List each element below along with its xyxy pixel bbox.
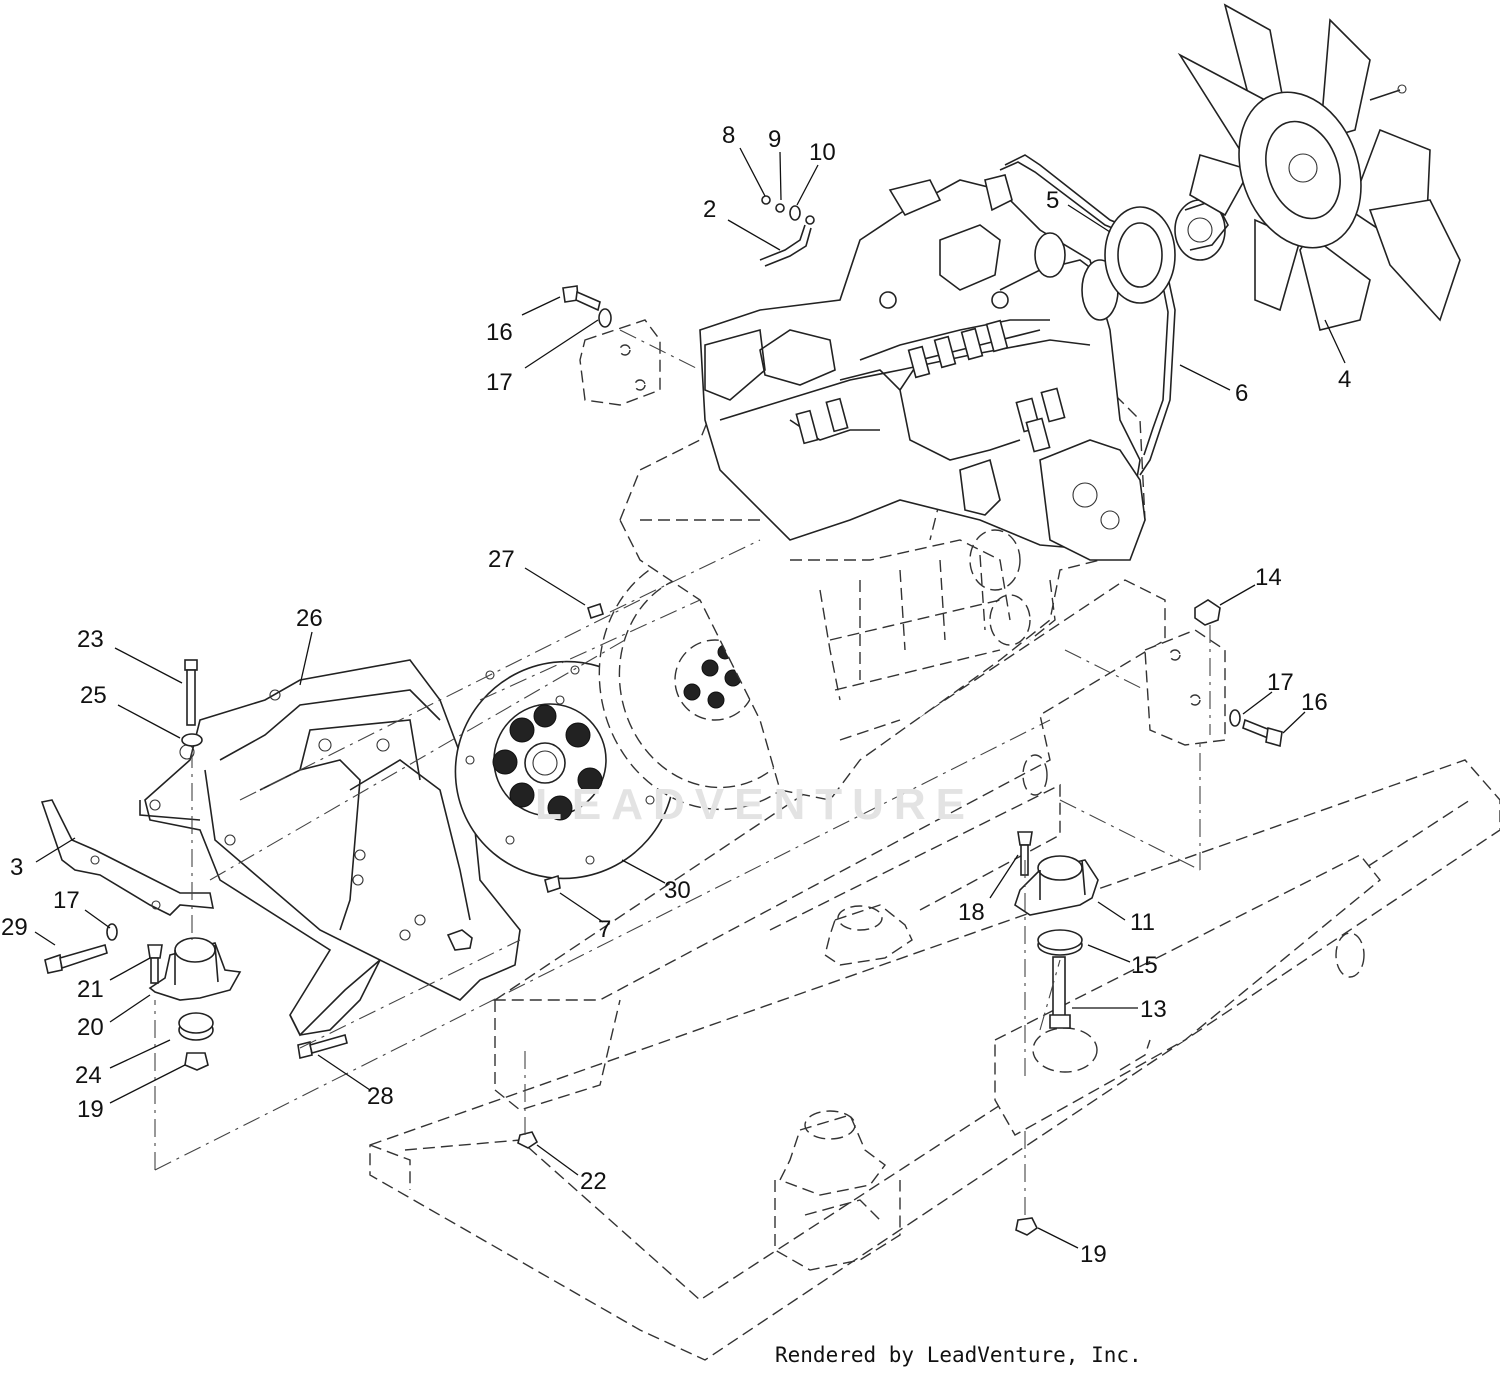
frame-isolator-mounts: [774, 904, 913, 1271]
callout-10: 10: [809, 139, 836, 166]
bell-housing: [139, 659, 521, 1037]
callout-4: 4: [1338, 366, 1351, 393]
callout-19-left: 19: [77, 1096, 104, 1123]
callout-14: 14: [1255, 564, 1282, 591]
callout-26: 26: [296, 605, 323, 632]
engine-mount-brackets: [579, 319, 1226, 746]
callout-2: 2: [703, 196, 716, 223]
side-bracket: [40, 799, 214, 916]
callout-17-right: 17: [1267, 669, 1294, 696]
callout-13: 13: [1140, 996, 1167, 1023]
crank-pulley: [1104, 199, 1229, 304]
callout-labels: 8 9 10 2 5 16 17 6 4 27 14 23 26 17 16 2…: [1, 122, 1351, 1268]
callout-30: 30: [664, 877, 691, 904]
callout-11: 11: [1130, 909, 1155, 936]
callout-16-right: 16: [1301, 689, 1328, 716]
callout-24: 24: [75, 1062, 102, 1089]
engine-head: [699, 174, 1146, 561]
callout-21: 21: [77, 976, 104, 1003]
callout-22: 22: [580, 1168, 607, 1195]
render-credit: Rendered by LeadVenture, Inc.: [775, 1343, 1142, 1367]
rear-right-isolator-mount: [1014, 831, 1099, 1029]
callout-23: 23: [77, 626, 104, 653]
alignment-lines: [154, 329, 1211, 1215]
cooling-fan: [1177, 3, 1461, 331]
callout-28: 28: [367, 1083, 394, 1110]
callout-15: 15: [1131, 952, 1158, 979]
callout-17-left: 17: [53, 887, 80, 914]
front-left-isolator-mount: [147, 937, 242, 1071]
callout-3: 3: [10, 854, 23, 881]
callout-7: 7: [598, 916, 611, 943]
callout-leaders: [34, 147, 1346, 1249]
callout-20: 20: [77, 1014, 104, 1041]
callout-16-upper: 16: [486, 319, 513, 346]
callout-25: 25: [80, 682, 107, 709]
callout-9: 9: [768, 126, 781, 153]
callout-27: 27: [488, 546, 515, 573]
callout-8: 8: [722, 122, 735, 149]
callout-5: 5: [1046, 187, 1059, 214]
callout-29: 29: [1, 914, 28, 941]
callout-18: 18: [958, 899, 985, 926]
callout-6: 6: [1235, 380, 1248, 407]
callout-19-bottom: 19: [1080, 1241, 1107, 1268]
callout-17-upper: 17: [486, 369, 513, 396]
